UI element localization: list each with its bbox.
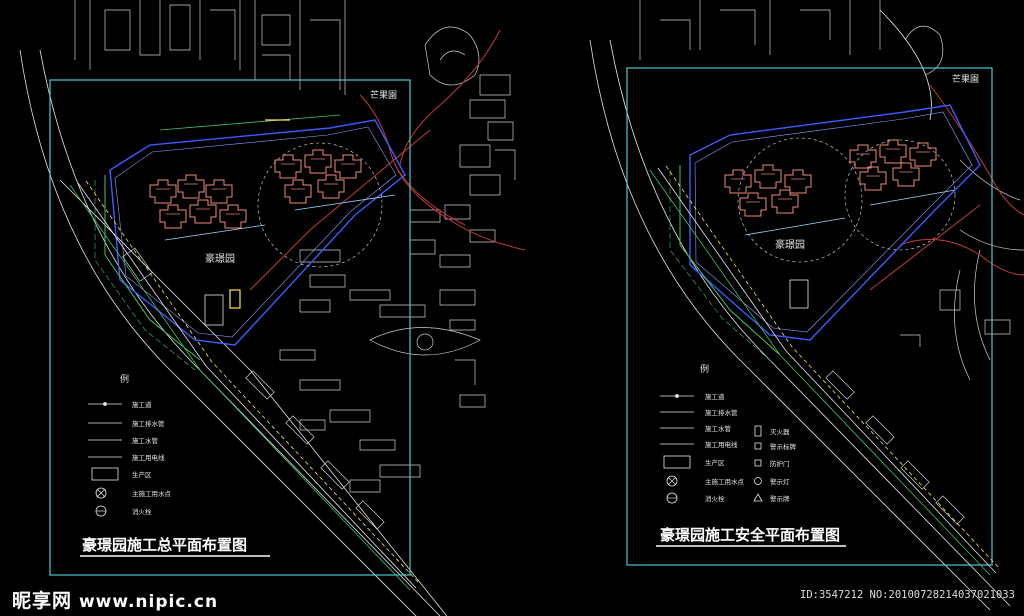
watermark-id: ID:3547212 NO:20100728214037021033 xyxy=(800,589,1015,601)
left-frame xyxy=(49,79,411,576)
right-legend-item: 警示灯 xyxy=(770,477,790,486)
right-legend-item: 警示标牌 xyxy=(770,442,797,451)
left-legend-item: 主施工用水点 xyxy=(132,489,172,498)
watermark-url: www.nipic.cn xyxy=(78,592,219,612)
left-legend-head: 例 xyxy=(120,373,129,385)
left-legend-item: 消火栓 xyxy=(132,507,152,516)
left-site-label: 豪璟园 xyxy=(205,252,235,265)
left-legend: 例 施工道 施工排水管 施工水管 施工用电线 生产区 主施工用水点 消火栓 xyxy=(88,373,172,517)
left-plan: 例 施工道 施工排水管 施工水管 施工用电线 生产区 主施工用水点 消火栓 豪璟… xyxy=(19,0,526,616)
right-legend-item: 防护门 xyxy=(770,459,790,468)
left-drawing-title: 豪璟园施工总平面布置图 xyxy=(82,536,247,554)
watermark-brand: 昵享网 www.nipic.cn xyxy=(12,586,218,613)
left-legend-item: 施工水管 xyxy=(132,436,159,445)
right-legend: 例 施工道 施工排水管 施工水管 施工用电线 生产区 主施工用水点 消火栓 xyxy=(660,363,797,504)
watermark-brand-name: 昵享网 xyxy=(12,590,73,612)
right-drawing-title: 豪璟园施工安全平面布置图 xyxy=(660,526,840,544)
right-plan: 例 施工道 施工排水管 施工水管 施工用电线 生产区 主施工用水点 消火栓 xyxy=(589,0,1024,611)
left-legend-item: 生产区 xyxy=(132,470,152,479)
right-legend-item: 生产区 xyxy=(705,458,725,467)
right-frame xyxy=(626,67,993,566)
right-road-label: 芒果園 xyxy=(952,73,979,85)
right-legend-item: 施工排水管 xyxy=(705,408,738,417)
right-legend-item: 灭火器 xyxy=(770,428,790,436)
left-site-boundary xyxy=(109,119,406,346)
left-buildings xyxy=(149,149,362,229)
left-legend-item: 施工用电线 xyxy=(132,453,165,462)
right-legend-item: 施工水管 xyxy=(705,424,732,433)
right-legend-item: 警示牌 xyxy=(770,494,790,503)
right-legend-item: 消火栓 xyxy=(705,494,725,503)
right-legend-item: 主施工用水点 xyxy=(705,477,745,486)
right-legend-item: 施工用电线 xyxy=(705,440,738,449)
left-legend-item: 施工排水管 xyxy=(132,419,165,428)
left-road-label: 芒果園 xyxy=(370,89,397,101)
right-site-label: 豪璟园 xyxy=(775,238,805,251)
right-legend-head: 例 xyxy=(700,363,709,375)
right-site-boundary xyxy=(689,104,981,341)
right-buildings xyxy=(724,139,937,217)
left-legend-item: 施工道 xyxy=(132,400,152,409)
right-legend-item: 施工道 xyxy=(705,392,725,401)
